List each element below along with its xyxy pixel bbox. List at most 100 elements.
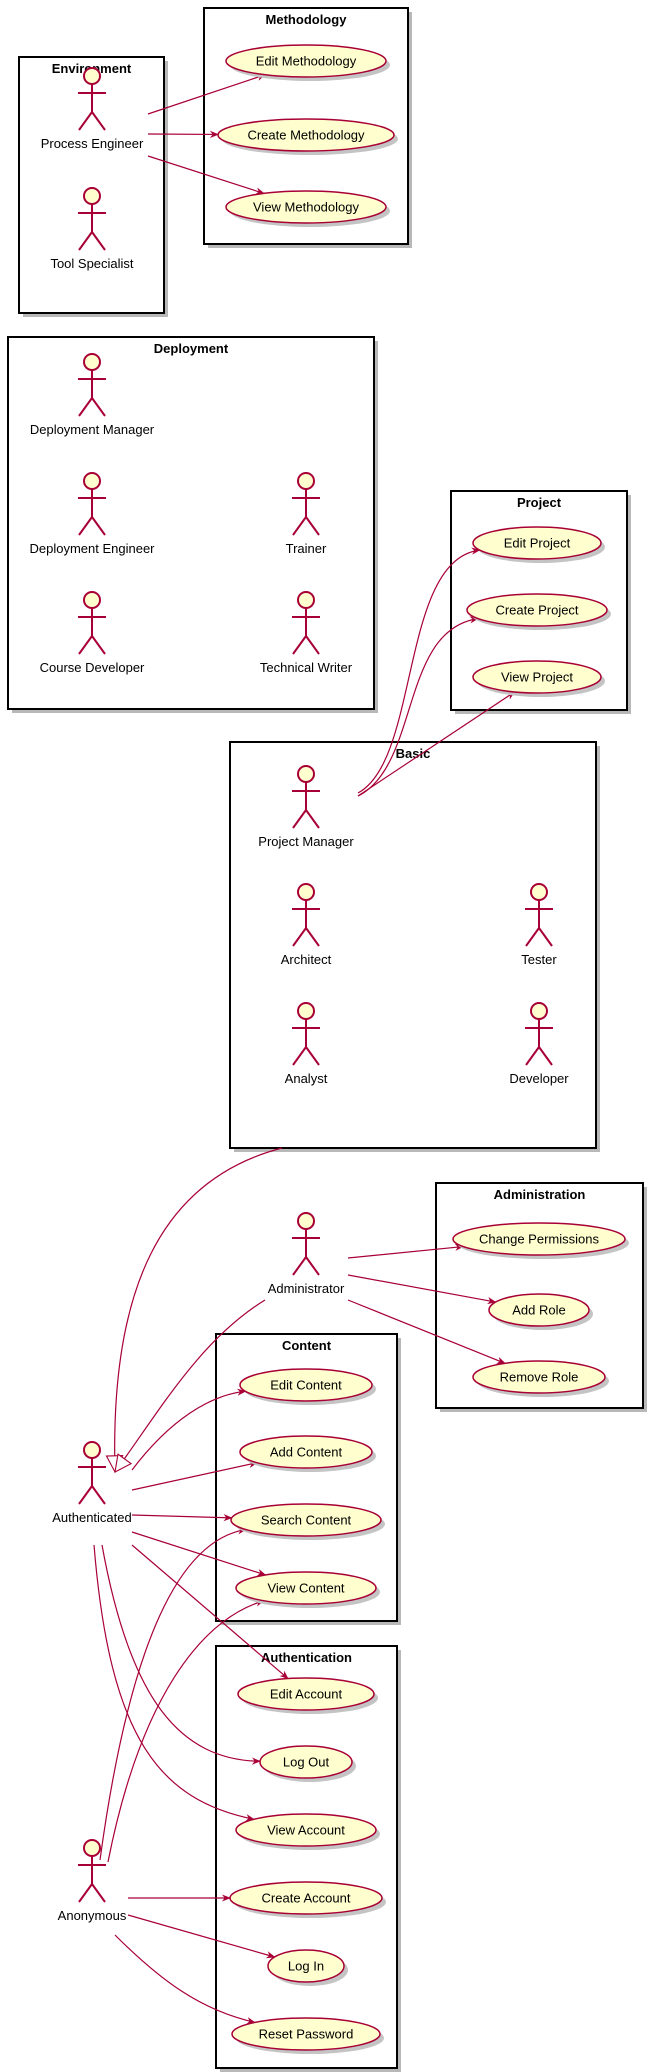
package-title-authentication: Authentication <box>261 1650 352 1665</box>
usecase-label: Create Methodology <box>247 128 365 143</box>
association-authenticated-to-view-content <box>131 1531 267 1576</box>
usecase-ellipse <box>472 660 602 694</box>
usecase-label: Add Role <box>512 1303 565 1318</box>
actor-label: Project Manager <box>258 834 354 849</box>
association-project-manager-to-view-project <box>357 691 516 797</box>
stick-figure-icon <box>78 187 106 251</box>
usecase-ellipse <box>239 1435 373 1469</box>
actor-tool-specialist: Tool Specialist <box>50 187 134 271</box>
actor-anonymous: Anonymous <box>58 1839 127 1923</box>
actor-label: Authenticated <box>52 1510 132 1525</box>
usecase-label: View Methodology <box>253 200 359 215</box>
stick-figure-icon <box>78 1441 106 1505</box>
usecase-create-account: Create Account <box>229 1881 386 1918</box>
usecase-add-role: Add Role <box>488 1293 593 1330</box>
association-anonymous-to-view-content <box>107 1599 265 1863</box>
package-title-content: Content <box>282 1338 332 1353</box>
stick-figure-icon <box>525 1002 553 1066</box>
actor-course-developer: Course Developer <box>40 591 145 675</box>
usecase-label: Edit Methodology <box>256 54 357 69</box>
actor-label: Technical Writer <box>260 660 353 675</box>
usecase-ellipse <box>239 1368 373 1402</box>
stick-figure-icon <box>292 1002 320 1066</box>
association-anonymous-to-log-in <box>127 1914 276 1959</box>
usecase-ellipse <box>267 1949 345 1983</box>
usecase-label: Create Project <box>495 603 578 618</box>
usecase-label: Add Content <box>270 1445 343 1460</box>
usecase-log-out: Log Out <box>259 1745 356 1782</box>
actor-label: Deployment Engineer <box>29 541 155 556</box>
usecase-label: Remove Role <box>500 1370 579 1385</box>
actor-trainer: Trainer <box>286 472 327 556</box>
actor-technical-writer: Technical Writer <box>260 591 353 675</box>
actor-label: Anonymous <box>58 1908 127 1923</box>
association-administrator-to-change-permissions <box>347 1243 465 1259</box>
usecase-ellipse <box>231 2017 381 2051</box>
actor-process-engineer: Process Engineer <box>41 67 144 151</box>
actor-label: Course Developer <box>40 660 145 675</box>
association-process-engineer-to-edit-methodology <box>147 73 266 115</box>
actor-label: Deployment Manager <box>30 422 155 437</box>
packages-layer: MethodologyEnvironmentDeploymentProjectB… <box>7 7 647 2072</box>
association-administrator-to-add-role <box>347 1274 497 1305</box>
actor-label: Developer <box>509 1071 569 1086</box>
actor-label: Architect <box>281 952 332 967</box>
usecase-label: Log In <box>288 1959 324 1974</box>
actor-label: Administrator <box>268 1281 345 1296</box>
usecase-label: Log Out <box>283 1755 330 1770</box>
usecase-ellipse <box>259 1745 353 1779</box>
association-authenticated-to-search-content <box>131 1514 233 1522</box>
package-environment: Environment <box>18 56 168 317</box>
usecase-view-content: View Content <box>235 1571 380 1608</box>
usecase-ellipse <box>230 1503 382 1537</box>
package-deployment: Deployment <box>7 336 378 713</box>
usecase-ellipse <box>229 1881 383 1915</box>
edges-layer <box>93 73 516 2025</box>
usecase-reset-password: Reset Password <box>231 2017 384 2054</box>
usecase-change-permissions: Change Permissions <box>452 1222 629 1259</box>
actor-project-manager: Project Manager <box>258 765 354 849</box>
stick-figure-icon <box>292 591 320 655</box>
usecase-label: View Account <box>267 1823 345 1838</box>
package-frame <box>215 1645 398 2069</box>
usecase-view-project: View Project <box>472 660 605 697</box>
stick-figure-icon <box>292 765 320 829</box>
package-basic: Basic <box>229 741 600 1152</box>
generalization-basic-to-authenticated <box>115 1147 283 1472</box>
association-authenticated-to-add-content <box>131 1460 258 1491</box>
actor-tester: Tester <box>521 883 557 967</box>
actor-administrator: Administrator <box>268 1212 345 1296</box>
actor-label: Analyst <box>285 1071 328 1086</box>
stick-figure-icon <box>78 591 106 655</box>
actor-deployment-engineer: Deployment Engineer <box>29 472 155 556</box>
usecase-view-methodology: View Methodology <box>225 190 390 227</box>
stick-figure-icon <box>292 883 320 947</box>
association-authenticated-to-edit-account <box>131 1544 289 1680</box>
stick-figure-icon <box>78 1839 106 1903</box>
usecase-label: Search Content <box>261 1513 352 1528</box>
usecase-label: Edit Account <box>270 1687 343 1702</box>
actor-label: Tool Specialist <box>50 256 133 271</box>
usecase-ellipse <box>225 44 387 78</box>
usecase-ellipse <box>235 1571 377 1605</box>
stick-figure-icon <box>525 883 553 947</box>
usecase-create-methodology: Create Methodology <box>217 118 398 155</box>
association-authenticated-to-log-out <box>101 1544 261 1765</box>
usecase-add-content: Add Content <box>239 1435 376 1472</box>
association-project-manager-to-create-project <box>357 616 479 797</box>
stick-figure-icon <box>292 472 320 536</box>
usecase-ellipse <box>237 1677 375 1711</box>
actor-authenticated: Authenticated <box>52 1441 132 1525</box>
usecase-search-content: Search Content <box>230 1503 385 1540</box>
usecase-label: View Project <box>501 670 573 685</box>
association-project-manager-to-edit-project <box>357 547 481 794</box>
actor-developer: Developer <box>509 1002 569 1086</box>
usecase-view-account: View Account <box>235 1813 380 1850</box>
actor-analyst: Analyst <box>285 1002 328 1086</box>
usecase-ellipse <box>472 526 602 560</box>
usecase-log-in: Log In <box>267 1949 348 1986</box>
association-authenticated-to-edit-content <box>131 1388 247 1471</box>
association-anonymous-to-reset-password <box>114 1934 256 2025</box>
actor-architect: Architect <box>281 883 332 967</box>
